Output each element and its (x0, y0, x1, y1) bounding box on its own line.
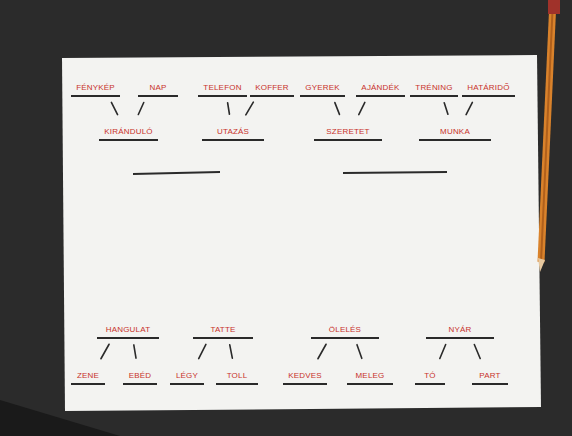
pencil-edge (541, 0, 553, 262)
word-node: KIRÁNDULÓ (99, 120, 158, 141)
word-node: KOFFER (250, 76, 294, 97)
tree-stroke (134, 345, 136, 358)
word-text: KOFFER (255, 83, 289, 92)
tree-stroke (359, 102, 365, 114)
tree-stroke (474, 345, 480, 359)
word-text: KIRÁNDULÓ (104, 127, 152, 136)
tree-stroke (199, 344, 206, 358)
tree-stroke (138, 102, 143, 114)
pencil (541, 0, 553, 262)
word-text: HANGULAT (106, 325, 151, 334)
word-node: TELEFON (198, 76, 247, 97)
word-text: HATÁRIDŐ (467, 83, 509, 92)
word-text: UTAZÁS (217, 127, 249, 136)
empty-line (133, 172, 220, 174)
word-node: TOLL (216, 364, 258, 385)
word-node: LÉGY (170, 364, 204, 385)
tree-stroke (228, 103, 230, 115)
word-node: NYÁR (426, 318, 494, 339)
word-node: UTAZÁS (202, 120, 264, 141)
tree-stroke (318, 344, 326, 359)
word-node: TRÉNING (410, 76, 458, 97)
word-node: AJÁNDÉK (356, 76, 405, 97)
word-text: PART (479, 371, 500, 380)
word-text: EBÉD (129, 371, 152, 380)
word-node: SZERETET (314, 120, 382, 141)
tree-stroke (466, 102, 472, 114)
word-node: MUNKA (419, 120, 491, 141)
word-text: TOLL (227, 371, 248, 380)
word-text: SZERETET (326, 127, 369, 136)
word-node: HATÁRIDŐ (462, 76, 515, 97)
word-text: LÉGY (176, 371, 198, 380)
word-text: KEDVES (288, 371, 322, 380)
word-node: ÖLELÉS (311, 318, 379, 339)
tree-stroke (101, 344, 109, 359)
word-text: ZENE (77, 371, 99, 380)
tree-stroke (335, 103, 340, 115)
word-node: TATTE (193, 318, 253, 339)
word-node: NAP (138, 76, 178, 97)
word-text: GYEREK (305, 83, 340, 92)
empty-line (343, 172, 447, 173)
word-text: TRÉNING (415, 83, 452, 92)
word-text: MELEG (355, 371, 384, 380)
word-text: TELEFON (203, 83, 241, 92)
word-text: TATTE (210, 325, 235, 334)
word-node: ZENE (71, 364, 105, 385)
tree-stroke (440, 345, 446, 359)
tree-stroke (111, 102, 117, 114)
tree-stroke (444, 103, 448, 115)
word-node: GYEREK (300, 76, 345, 97)
tree-stroke (357, 345, 362, 359)
word-text: FÉNYKÉP (76, 83, 115, 92)
paper-sheet (62, 55, 541, 411)
word-text: NAP (149, 83, 166, 92)
word-node: FÉNYKÉP (71, 76, 120, 97)
word-node: PART (472, 364, 508, 385)
word-text: AJÁNDÉK (361, 83, 399, 92)
word-text: NYÁR (448, 325, 471, 334)
word-text: TÓ (424, 371, 436, 380)
word-node: HANGULAT (97, 318, 159, 339)
word-node: KEDVES (283, 364, 327, 385)
word-text: MUNKA (440, 127, 470, 136)
pencil-tip (538, 258, 545, 272)
word-text: ÖLELÉS (329, 325, 361, 334)
word-node: TÓ (415, 364, 445, 385)
tree-stroke (246, 102, 254, 115)
pencil-cap (548, 0, 560, 14)
word-node: MELEG (347, 364, 393, 385)
word-node: EBÉD (123, 364, 157, 385)
tree-stroke (230, 345, 233, 358)
